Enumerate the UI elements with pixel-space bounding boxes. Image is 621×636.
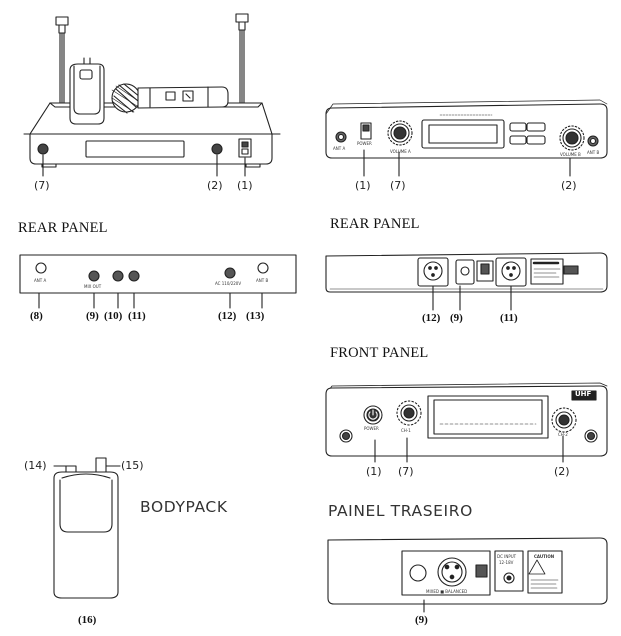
caution-label: CAUTION: [534, 554, 555, 559]
callout-9: (9): [415, 614, 428, 626]
front-brand-label: UHF: [575, 390, 592, 398]
dc-value-label: 12-18V: [499, 560, 514, 565]
receiver-front-top-right: [325, 99, 608, 177]
callout-1: (1): [355, 179, 371, 192]
bodypack-drawing: [53, 457, 121, 599]
callout-13: (13): [246, 310, 265, 322]
xlr-output-connector-icon: [437, 557, 467, 587]
front-power-label: POWER: [364, 426, 379, 431]
dc-input-label: DC INPUT: [497, 554, 517, 559]
front-panel-drawing: [325, 382, 608, 463]
callout-16: (16): [78, 614, 97, 626]
callout-2: (2): [554, 465, 570, 478]
rear-panel-right-drawing: [325, 252, 608, 311]
ant-a-label: ANT A: [333, 146, 346, 151]
power-label: POWER: [357, 141, 372, 146]
callout-1: (1): [237, 179, 253, 192]
callout-12: (12): [422, 312, 441, 324]
callout-7: (7): [398, 465, 414, 478]
callout-11: (11): [128, 310, 146, 322]
callout-9: (9): [86, 310, 99, 322]
callout-11: (11): [500, 312, 518, 324]
callout-1: (1): [366, 465, 382, 478]
callout-12: (12): [218, 310, 237, 322]
power-switch-icon: [238, 138, 252, 158]
antenna-right-icon: [235, 13, 249, 109]
rear-ant-b-label: ANT B: [256, 278, 269, 283]
rear-ac-label: AC 110/220V: [215, 281, 242, 286]
heading-bodypack: BODYPACK: [140, 498, 228, 516]
ant-b-connector-icon: [584, 429, 598, 443]
callout-2: (2): [561, 179, 577, 192]
volume-a-label: VOLUME A: [390, 149, 411, 154]
volume-b-label: VOLUME B: [560, 152, 581, 157]
ch1-volume-knob-icon: [396, 400, 422, 426]
heading-front-panel: FRONT PANEL: [330, 345, 429, 361]
ch2-volume-knob-icon: [551, 407, 577, 433]
heading-painel-traseiro: PAINEL TRASEIRO: [328, 502, 473, 520]
rear-ant-a-label: ANT A: [34, 278, 47, 283]
rear-panel-left-drawing: [19, 254, 297, 309]
mixed-balanced-label: MIXED ■ BALANCED: [426, 589, 468, 594]
ant-a-connector-icon: [339, 429, 353, 443]
antenna-left-icon: [55, 16, 69, 109]
front-ch1-label: CH-1: [401, 428, 411, 433]
callout-14: (14): [24, 459, 47, 472]
volume-b-knob-icon: [559, 125, 585, 151]
heading-rear-panel-left: REAR PANEL: [18, 220, 108, 236]
power-switch-icon: [360, 122, 372, 140]
callout-7: (7): [390, 179, 406, 192]
callout-7: (7): [34, 179, 50, 192]
receiver-unit-top-left: [23, 13, 281, 177]
heading-rear-panel-right: REAR PANEL: [330, 216, 420, 232]
power-button-icon: [363, 405, 383, 425]
front-ch2-label: CH-2: [558, 432, 568, 437]
rear-mix-out-label: MIX OUT: [84, 284, 102, 289]
handheld-microphone-icon: [111, 83, 229, 114]
ant-b-label: ANT B: [587, 150, 600, 155]
volume-a-knob-icon: [387, 120, 413, 146]
callout-9: (9): [450, 312, 463, 324]
callout-8: (8): [30, 310, 43, 322]
painel-traseiro-drawing: [327, 537, 608, 613]
callout-15: (15): [121, 459, 144, 472]
callout-2: (2): [207, 179, 223, 192]
bodypack-on-receiver-icon: [69, 57, 105, 125]
callout-10: (10): [104, 310, 123, 322]
